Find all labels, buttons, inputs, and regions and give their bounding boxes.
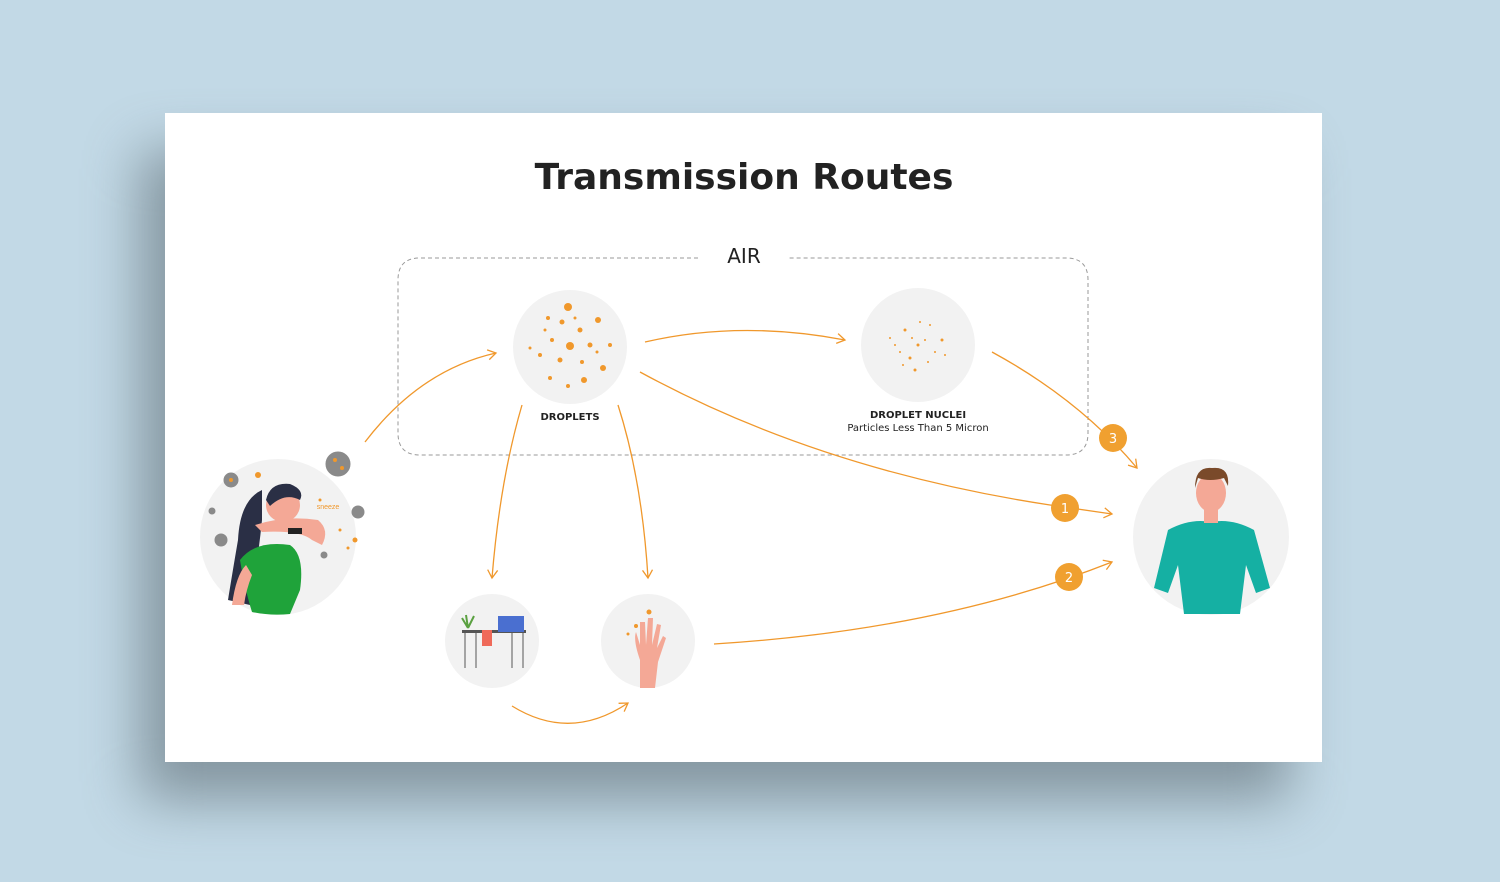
sneezing-woman-illustration xyxy=(228,483,326,615)
desk-surface-icon xyxy=(461,614,526,668)
arrow-surface-to-hand xyxy=(511,702,630,724)
arrow-droplets-to-nuclei xyxy=(644,329,847,345)
droplet-nuclei-subtitle: Particles Less Than 5 Micron xyxy=(847,423,988,434)
droplet-nuclei-icon xyxy=(889,321,946,372)
arrow-person-to-droplets xyxy=(364,349,498,443)
droplets-label: DROPLETS xyxy=(540,412,599,423)
route-badge-2: 2 xyxy=(1055,563,1083,591)
hand-icon xyxy=(626,609,666,688)
virus-icon xyxy=(208,451,365,559)
arrow-droplets-to-surface xyxy=(487,404,523,580)
svg-text:3: 3 xyxy=(1109,432,1117,447)
virus-dots xyxy=(229,458,358,550)
recipient-man-illustration xyxy=(1154,467,1270,614)
svg-text:1: 1 xyxy=(1061,502,1069,517)
slide xyxy=(165,113,1322,762)
route-badge-1: 1 xyxy=(1051,494,1079,522)
arrow-route-2 xyxy=(713,559,1114,645)
droplets-icon xyxy=(528,303,612,388)
air-box xyxy=(397,257,1089,456)
air-label: AIR xyxy=(727,244,761,268)
arrow-route-3 xyxy=(991,351,1138,469)
svg-text:2: 2 xyxy=(1065,571,1073,586)
route-badge-3: 3 xyxy=(1099,424,1127,452)
page-title: Transmission Routes xyxy=(535,157,954,198)
sneeze-text: sneeze xyxy=(317,504,340,511)
droplet-nuclei-label: DROPLET NUCLEI xyxy=(870,410,966,421)
arrow-droplets-to-hand xyxy=(617,404,654,580)
arrow-route-1 xyxy=(639,371,1114,519)
